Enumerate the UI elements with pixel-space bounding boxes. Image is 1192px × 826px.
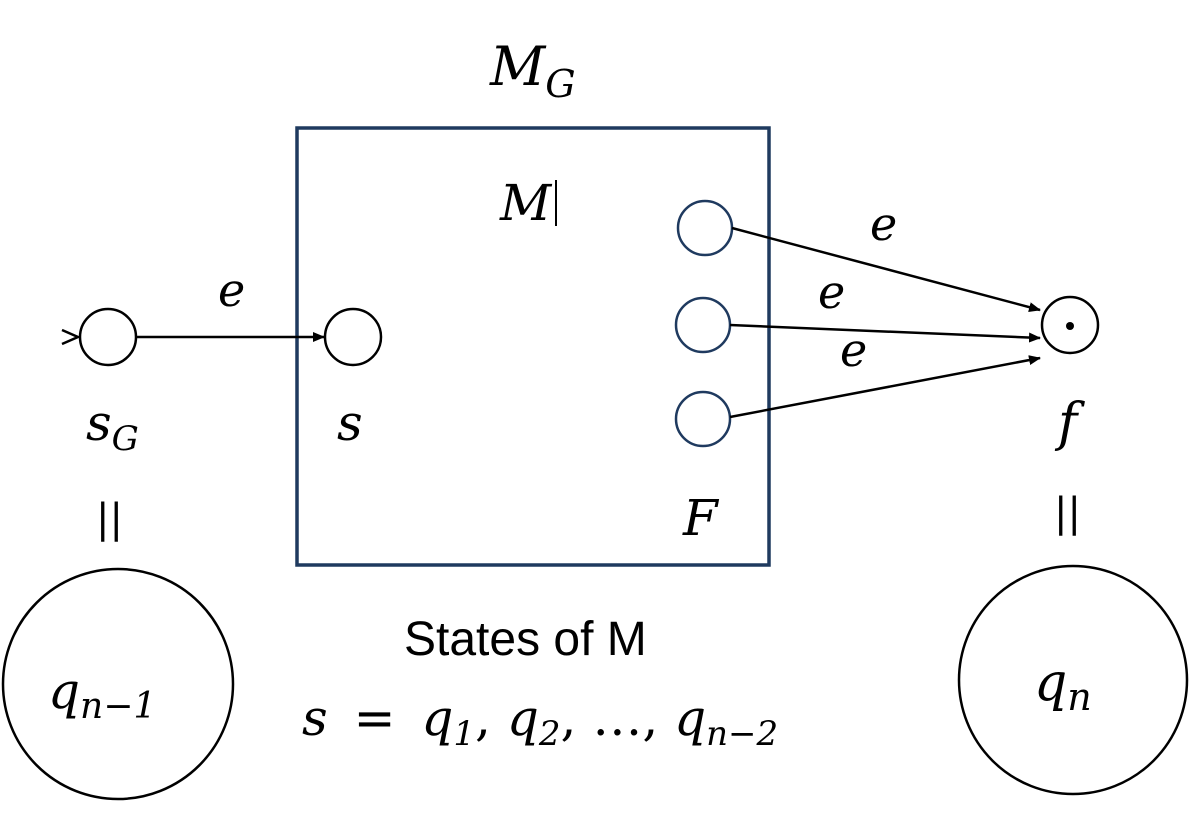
inner-start-label: s — [337, 394, 363, 452]
edge-label-accept-1: e — [870, 197, 897, 251]
start-equals-mark: || — [96, 496, 123, 542]
caption-line-2: s = q1, q2, …, qn−2 — [302, 689, 778, 754]
accept-state-circle-1 — [676, 199, 734, 257]
accept-state-circle-3 — [674, 390, 732, 448]
inner-machine-label: M — [499, 174, 553, 232]
start-state-circle — [78, 307, 138, 367]
inner-machine-box — [295, 126, 771, 567]
outer-machine-label: MG — [489, 35, 576, 106]
final-equals-mark: || — [1054, 490, 1081, 536]
renamed-final-label: qn — [1034, 653, 1092, 719]
renamed-start-label: qn−1 — [48, 662, 156, 727]
edge-label-accept-2: e — [818, 265, 845, 319]
edge-accept-1-to-final — [731, 226, 1041, 313]
accept-state-circle-2 — [674, 296, 732, 354]
edge-accept-3-to-final — [729, 355, 1041, 419]
renamed-final-circle — [957, 564, 1189, 796]
caption-line-1: States of M — [404, 613, 647, 666]
edge-label-start: e — [218, 263, 245, 317]
renamed-start-circle — [1, 567, 235, 801]
start-arrow-icon — [61, 328, 82, 346]
final-state-dot-icon — [1066, 322, 1074, 330]
final-set-label: F — [682, 489, 720, 547]
final-state-label: f — [1054, 393, 1085, 453]
inner-start-circle — [323, 307, 383, 367]
edge-accept-2-to-final — [729, 323, 1041, 343]
start-state-label: sG — [86, 394, 139, 459]
edge-label-accept-3: e — [840, 323, 867, 377]
